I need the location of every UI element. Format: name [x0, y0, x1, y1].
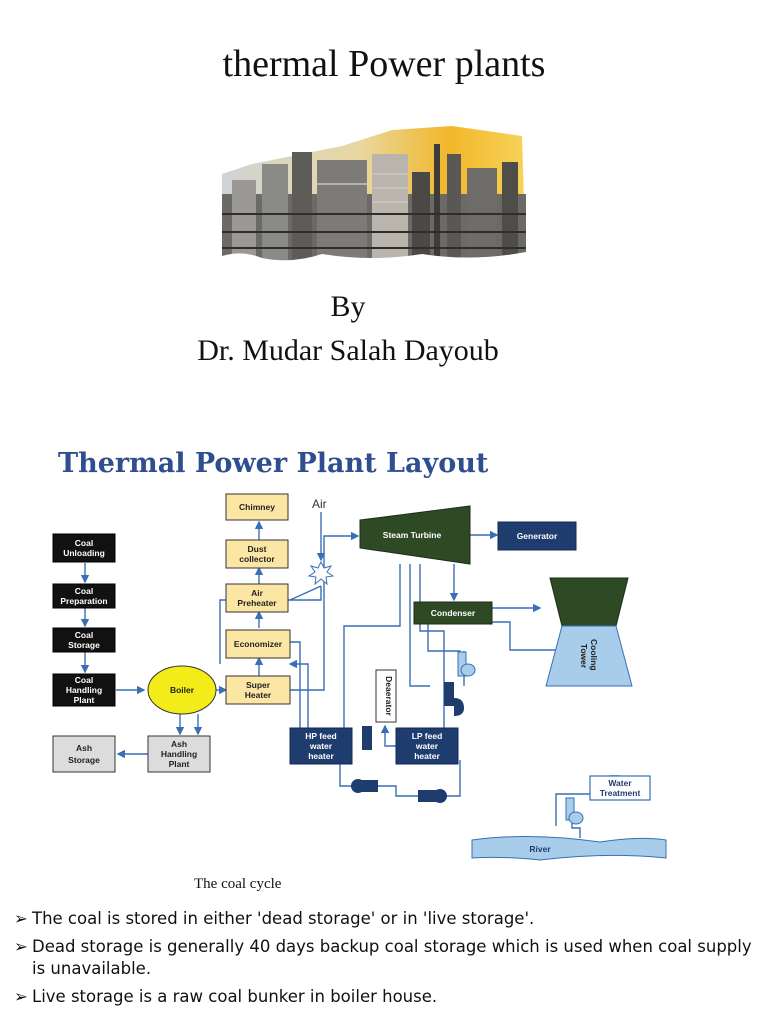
condenser-box: Condenser [413, 601, 493, 625]
coal-storage-box: Coal Storage [52, 627, 116, 653]
arrow-bullet-icon: ➢ [14, 987, 28, 1006]
svg-text:Unloading: Unloading [63, 548, 105, 558]
svg-text:Boiler: Boiler [170, 685, 195, 695]
svg-text:Coal: Coal [75, 630, 93, 640]
svg-text:Dust: Dust [248, 544, 267, 554]
bullet-text: Live storage is a raw coal bunker in boi… [32, 987, 438, 1006]
svg-text:River: River [529, 844, 551, 854]
svg-text:Super: Super [246, 680, 271, 690]
slide-title: thermal Power plants [222, 43, 546, 85]
coal-unloading-box: Coal Unloading [52, 533, 116, 563]
by-line: By [330, 290, 366, 323]
svg-text:Coal: Coal [75, 538, 93, 548]
arrow-bullet-icon: ➢ [14, 937, 28, 956]
svg-text:Ash: Ash [76, 743, 92, 753]
svg-text:Chimney: Chimney [239, 502, 275, 512]
svg-text:HP feed: HP feed [305, 731, 337, 741]
pump-icon [565, 797, 584, 825]
svg-text:Storage: Storage [68, 640, 100, 650]
diagram-title: Thermal Power Plant Layout [58, 448, 489, 479]
svg-text:heater: heater [414, 751, 440, 761]
svg-text:Deaerator: Deaerator [384, 676, 394, 716]
svg-text:Plant: Plant [74, 695, 95, 705]
river-shape: River [471, 835, 667, 861]
svg-text:Handling: Handling [161, 749, 197, 759]
ash-storage-box: Ash Storage [52, 735, 116, 773]
svg-text:Heater: Heater [245, 690, 272, 700]
coal-preparation-box: Coal Preparation [52, 583, 116, 609]
svg-text:Coal: Coal [75, 586, 93, 596]
svg-text:Storage: Storage [68, 755, 100, 765]
power-plant-photo [222, 126, 526, 268]
svg-text:collector: collector [239, 554, 275, 564]
diagram-caption: The coal cycle [194, 876, 282, 892]
bullet-list: ➢ The coal is stored in either 'dead sto… [14, 908, 754, 1014]
author-name: Dr. Mudar Salah Dayoub [197, 334, 499, 367]
air-preheater-box: Air Preheater [225, 583, 289, 613]
svg-text:Coal: Coal [75, 675, 93, 685]
arrow-bullet-icon: ➢ [14, 909, 28, 928]
pump-icon [457, 651, 476, 677]
svg-text:Condenser: Condenser [431, 608, 476, 618]
air-fan-star-icon [307, 560, 335, 586]
svg-text:Handling: Handling [66, 685, 102, 695]
svg-text:Preparation: Preparation [60, 596, 107, 606]
bullet-item: ➢ The coal is stored in either 'dead sto… [14, 908, 754, 930]
svg-text:Preheater: Preheater [237, 598, 277, 608]
pump-icon [418, 789, 447, 803]
pump-icon [444, 682, 464, 716]
bullet-item: ➢ Live storage is a raw coal bunker in b… [14, 986, 754, 1008]
lp-feed-water-heater-box: LP feed water heater [395, 727, 459, 765]
dust-collector-box: Dust collector [225, 539, 289, 569]
svg-text:Economizer: Economizer [234, 639, 283, 649]
generator-box: Generator [497, 521, 577, 551]
chimney-box: Chimney [225, 493, 289, 521]
coal-handling-plant-box: Coal Handling Plant [52, 673, 116, 707]
svg-text:Ash: Ash [171, 739, 187, 749]
bullet-text: Dead storage is generally 40 days backup… [32, 937, 752, 978]
svg-text:Steam Turbine: Steam Turbine [383, 530, 442, 540]
bullet-item: ➢ Dead storage is generally 40 days back… [14, 936, 754, 980]
pump-icon [351, 726, 378, 793]
economizer-box: Economizer [225, 629, 291, 659]
water-treatment-box: Water Treatment [589, 775, 651, 801]
ash-handling-plant-box: Ash Handling Plant [147, 735, 211, 773]
cooling-tower-node: Cooling Tower [545, 577, 633, 687]
svg-text:heater: heater [308, 751, 334, 761]
svg-text:Water: Water [608, 778, 632, 788]
thermal-power-plant-layout-diagram: Thermal Power Plant Layout [52, 448, 667, 861]
svg-text:LP feed: LP feed [412, 731, 443, 741]
super-heater-box: Super Heater [225, 675, 291, 705]
hp-feed-water-heater-box: HP feed water heater [289, 727, 353, 765]
air-label: Air [312, 497, 327, 511]
boiler-node: Boiler [147, 665, 217, 715]
svg-text:Cooling Tower: Cooling Tower [579, 639, 599, 673]
steam-turbine-node: Steam Turbine [359, 505, 471, 565]
svg-text:Generator: Generator [517, 531, 558, 541]
svg-text:water: water [415, 741, 439, 751]
svg-text:Plant: Plant [169, 759, 190, 769]
deaerator-box: Deaerator [375, 669, 397, 723]
svg-text:water: water [309, 741, 333, 751]
svg-text:Air: Air [251, 588, 264, 598]
svg-text:Treatment: Treatment [600, 788, 641, 798]
bullet-text: The coal is stored in either 'dead stora… [32, 909, 535, 928]
